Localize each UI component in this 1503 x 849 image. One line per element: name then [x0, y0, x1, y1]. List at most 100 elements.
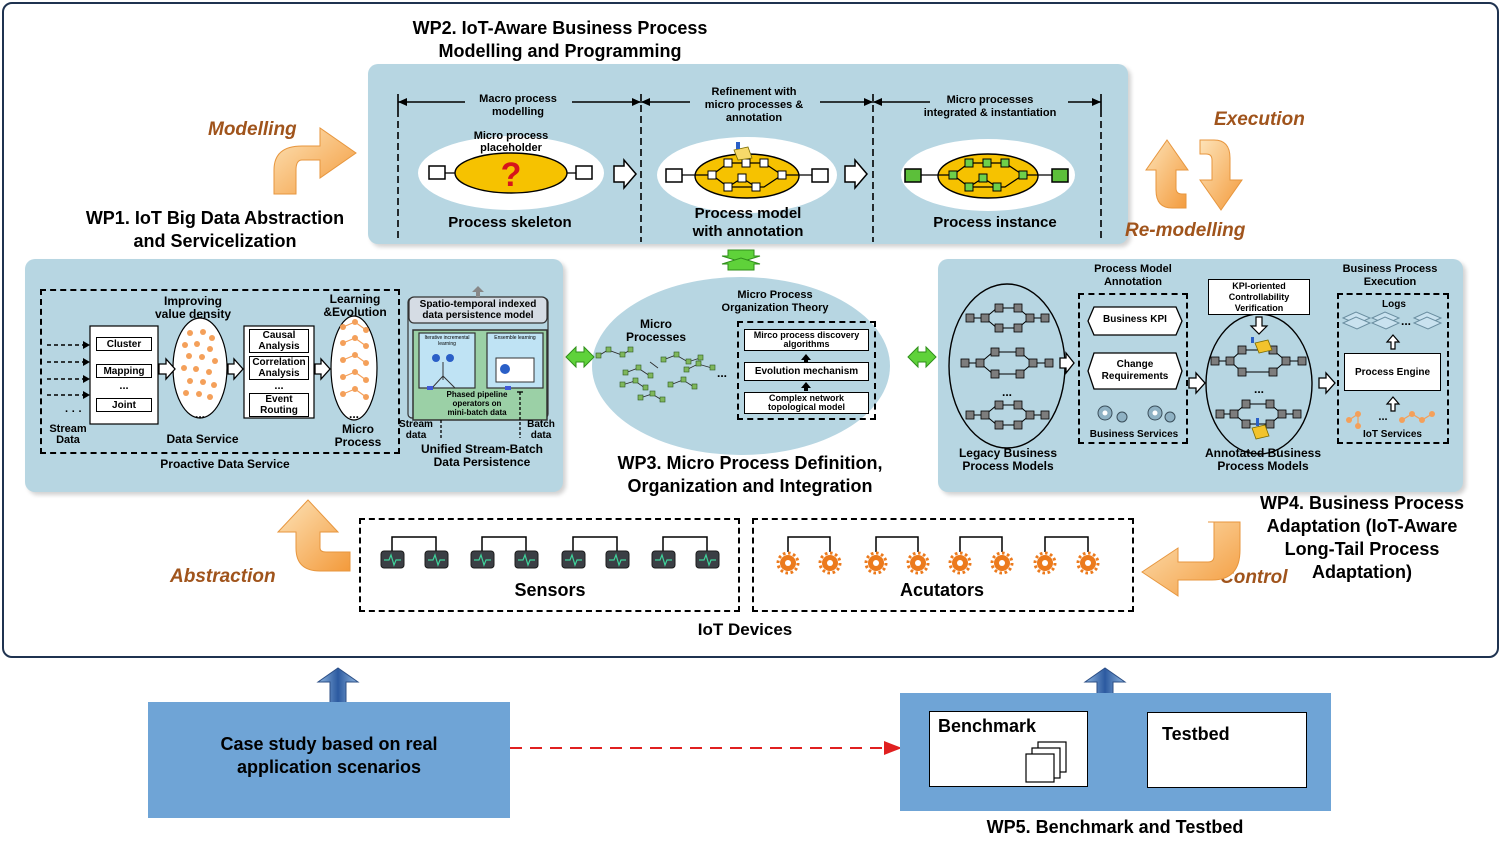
change-line1: Change [1116, 359, 1154, 370]
theory-line1: Micro Process [737, 289, 813, 301]
benchmark-box [929, 711, 1088, 787]
micro-processes-label: Micro Processes [616, 318, 696, 344]
modelling-arrow-icon [273, 127, 357, 195]
wp2-title-line2: Modelling and Programming [438, 41, 682, 61]
wp4-title-line3: Long-Tail Process [1284, 539, 1440, 559]
bp-execution-line2: Execution [1363, 276, 1417, 288]
spatio-line2: data persistence model [422, 310, 534, 321]
spatio-line1: Spatio-temporal indexed [419, 299, 537, 310]
sensors-box [359, 518, 740, 612]
stage-refinement-line1: Refinement with [711, 86, 797, 98]
model-line2: with annotation [692, 223, 804, 240]
remodelling-label: Re-modelling [1125, 220, 1246, 241]
kpi-verification-box: KPI-oriented Controllability Verificatio… [1208, 279, 1310, 315]
process-engine-box: Process Engine [1344, 353, 1441, 391]
iot-services-label: IoT Services [1363, 429, 1422, 440]
abstraction-label: Abstraction [170, 566, 276, 587]
skeleton-label: Process skeleton [448, 214, 572, 231]
learning-line1: Learning [329, 292, 381, 306]
question-mark-icon: ? [501, 156, 522, 194]
bp-execution-label: Business Process Execution [1330, 263, 1450, 289]
remodelling-arrow-icon [1145, 139, 1189, 209]
placeholder-line2: placeholder [480, 142, 542, 154]
annotated-line1: Annotated Business [1204, 446, 1321, 460]
svg-text:...: ... [1378, 411, 1387, 423]
batch-line2: data [530, 430, 552, 441]
micro-process-label: Micro Process [325, 423, 391, 449]
stage-integration-line1: Micro processes [946, 94, 1034, 106]
op-cluster: Cluster [96, 337, 152, 351]
phased-line3: mini-batch data [447, 408, 507, 417]
stream-data-line2: Data [56, 434, 80, 446]
svg-text:...: ... [1254, 382, 1264, 396]
wp4-title-line1: WP4. Business Process [1259, 493, 1465, 513]
annotated-models-label: Annotated Business Process Models [1193, 447, 1333, 473]
improving-line2: value density [154, 307, 232, 321]
wp3-theory-box [737, 321, 876, 420]
spatio-temporal-label: Spatio-temporal indexed data persistence… [410, 299, 546, 321]
annotation-line2: Annotation [1103, 276, 1163, 288]
stage-macro-line1: Macro process [479, 93, 557, 105]
sensors-label: Sensors [514, 580, 586, 600]
analysis-correlation: Correlation Analysis [249, 356, 309, 380]
case-study-box [148, 702, 510, 818]
wp3-title-line2: Organization and Integration [627, 476, 873, 496]
unified-persistence-label: Unified Stream-Batch Data Persistence [412, 443, 552, 469]
improving-label: Improving value density [150, 295, 236, 321]
placeholder-label: Micro process placeholder [461, 130, 561, 154]
benchmark-label: Benchmark [938, 716, 1037, 736]
svg-text:...: ... [717, 366, 727, 380]
data-service-label: Data Service [166, 432, 239, 446]
stage-macro-line2: modelling [492, 106, 544, 118]
verification-line3: Verification [1234, 302, 1284, 313]
op-joint: Joint [96, 398, 152, 412]
case-study-line1: Case study based on real [220, 734, 438, 754]
wp4-title: WP4. Business Process Adaptation (IoT-Aw… [1232, 492, 1492, 584]
stream2-line1: Stream [399, 419, 433, 430]
svg-text:...: ... [195, 407, 205, 421]
bp-execution-line1: Business Process [1342, 263, 1438, 275]
batch-data-label: Batch data [522, 419, 560, 441]
svg-text:· · ·: · · · [65, 406, 82, 418]
analysis-ellipsis: ... [274, 380, 284, 392]
control-arrow-icon [1141, 521, 1241, 597]
learning-line2: &Evolution [323, 305, 387, 319]
model-line1: Process model [694, 205, 802, 222]
business-services-label: Business Services [1089, 429, 1179, 440]
execution-arrow-icon [1199, 139, 1243, 211]
iterative-learning-label: Iterative incremental learning [424, 335, 470, 347]
wp2-title: WP2. IoT-Aware Business Process Modellin… [365, 17, 755, 63]
stage-refinement-label: Refinement with micro processes & annota… [684, 86, 824, 125]
theory-line2: Organization Theory [721, 302, 829, 314]
stage-integration-label: Micro processes integrated & instantiati… [910, 94, 1070, 120]
case-study-label: Case study based on real application sce… [148, 733, 510, 779]
wp5-title: WP5. Benchmark and Testbed [986, 817, 1244, 837]
improving-line1: Improving [163, 294, 222, 308]
testbed-label: Testbed [1162, 724, 1230, 744]
wp1-wp3-link-icon [565, 345, 595, 369]
phased-line1: Phased pipeline [446, 390, 508, 399]
iot-devices-label: IoT Devices [697, 620, 793, 639]
model-label: Process model with annotation [660, 205, 836, 241]
micro-processes-line2: Processes [625, 330, 687, 344]
annotation-label: Process Model Annotation [1078, 263, 1188, 289]
placeholder-line1: Micro process [473, 130, 549, 142]
batch-line1: Batch [527, 419, 555, 430]
testbed-box [1147, 712, 1307, 788]
wp1-title-line1: WP1. IoT Big Data Abstraction [85, 208, 345, 228]
stage-integration-line2: integrated & instantiation [923, 107, 1057, 119]
analysis-causal: Causal Analysis [249, 329, 309, 353]
stage-macro-label: Macro process modelling [458, 93, 578, 119]
learning-label: Learning &Evolution [320, 293, 390, 319]
ensemble-learning-label: Ensemble learning [494, 335, 536, 341]
case-study-line2: application scenarios [236, 757, 422, 777]
execution-label: Execution [1214, 109, 1305, 130]
stage-refinement-line2: micro processes & [704, 99, 804, 111]
wp3-title-line1: WP3. Micro Process Definition, [617, 453, 883, 473]
verification-line1: KPI-oriented [1232, 280, 1286, 291]
phased-pipeline-label: Phased pipeline operators on mini-batch … [432, 390, 522, 417]
micro-processes-line1: Micro [639, 317, 672, 331]
wp2-wp3-link-icon [721, 249, 761, 263]
